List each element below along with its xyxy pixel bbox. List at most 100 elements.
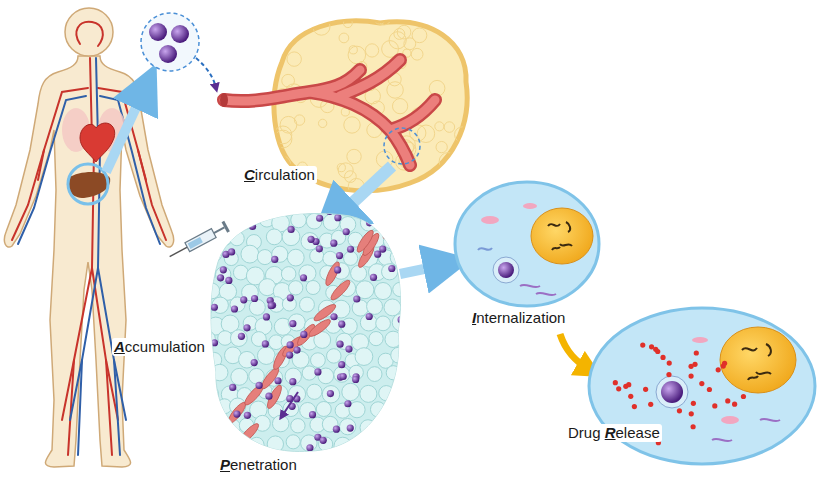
- cell-internalization-part: [455, 182, 599, 306]
- nanoparticle: [231, 305, 238, 312]
- tumor-tissue-part: [195, 195, 428, 458]
- nanoparticle: [400, 358, 407, 365]
- nanoparticle: [307, 236, 314, 243]
- nanoparticle: [398, 316, 405, 323]
- nanoparticle: [327, 390, 334, 397]
- drug-molecule: [616, 386, 621, 391]
- tissue-cell: [272, 246, 288, 262]
- flow-arrow: [400, 264, 448, 274]
- syringe-part: [170, 247, 188, 256]
- nanoparticle: [340, 373, 347, 380]
- nanoparticle: [249, 223, 256, 230]
- tumor-cell: [392, 99, 407, 114]
- tissue-cell: [289, 281, 303, 295]
- nanoparticle: [320, 437, 327, 444]
- nanoparticle: [238, 333, 245, 340]
- tissue-cell: [360, 215, 377, 232]
- tissue-cell: [302, 366, 316, 380]
- nanoparticle: [300, 331, 307, 338]
- tissue-cell: [340, 418, 356, 434]
- tissue-cell: [306, 280, 320, 294]
- tissue-cell: [400, 331, 416, 347]
- nanoparticle: [286, 351, 293, 358]
- tissue-cell: [195, 200, 210, 215]
- tumor-cell: [411, 48, 423, 60]
- tissue-cell: [390, 249, 408, 267]
- tissue-cell: [408, 215, 423, 230]
- tumor-cell: [444, 122, 455, 133]
- nanoparticle: [228, 248, 235, 255]
- tissue-cell: [410, 348, 425, 363]
- tissue-cell: [383, 234, 398, 249]
- stage-text: Drug: [568, 424, 605, 441]
- vessel-cell: [323, 260, 342, 287]
- drug-molecule: [732, 402, 737, 407]
- tissue-cell: [196, 230, 213, 247]
- nanoparticle: [289, 378, 296, 385]
- tissue-cell: [393, 382, 410, 399]
- tissue-cell: [376, 316, 391, 331]
- tumor-cell: [348, 46, 366, 64]
- tissue-cell: [249, 299, 265, 315]
- tumor-cell: [412, 28, 427, 43]
- tissue-cell: [195, 302, 211, 318]
- nanoparticle: [374, 251, 381, 258]
- nanoparticle: [240, 296, 247, 303]
- tissue-cell: [395, 213, 412, 230]
- tumor-cell: [397, 25, 411, 39]
- nanoparticle-inset: [141, 13, 216, 88]
- tissue-cell: [334, 437, 351, 454]
- tissue-cell: [409, 247, 425, 263]
- nanoparticle: [309, 411, 316, 418]
- vein-lines: [18, 58, 160, 455]
- nanoparticle: [367, 430, 374, 437]
- nanoparticle: [338, 361, 345, 368]
- nanoparticle: [326, 208, 333, 215]
- tissue-cell: [374, 282, 391, 299]
- vessel-cell: [381, 214, 399, 241]
- tissue-cell: [201, 433, 215, 447]
- tissue-cell: [386, 366, 400, 380]
- stage-label: Circulation: [242, 166, 317, 184]
- cell-drug-release-part: [613, 342, 746, 445]
- tumor-cell: [318, 119, 326, 127]
- blood-vessel-part: [224, 60, 435, 165]
- cell-drug-release-part: [661, 381, 683, 403]
- stage-text: elease: [616, 424, 660, 441]
- tissue-cell: [301, 233, 319, 251]
- flow-arrow: [106, 86, 146, 172]
- tissue-cell: [392, 419, 410, 437]
- nanoparticle: [306, 444, 313, 451]
- drug-molecule: [712, 403, 717, 408]
- tissue-cell: [299, 297, 314, 312]
- tissue-cell: [411, 315, 428, 332]
- tumor-cell: [280, 116, 297, 133]
- tissue-cell: [203, 386, 218, 401]
- drug-molecule: [699, 381, 704, 386]
- tissue-cell: [367, 298, 383, 314]
- tumor-cell: [274, 33, 291, 50]
- tissue-cell: [292, 351, 309, 368]
- tumor-cell: [288, 16, 302, 30]
- tumor-cell: [417, 125, 435, 143]
- tissue-cell: [352, 300, 368, 316]
- tissue-cell: [267, 436, 283, 452]
- tissue-cell: [366, 195, 383, 212]
- zoom-inset-part: [384, 128, 420, 164]
- nanoparticle: [377, 415, 384, 422]
- blood-vessel-part: [220, 93, 228, 107]
- tumor-cell: [458, 167, 467, 176]
- drug-molecule: [640, 342, 645, 347]
- tissue-cell: [352, 436, 367, 451]
- tissue-cell: [241, 245, 259, 263]
- tissue-cell: [291, 419, 305, 433]
- tumor-tissue-part: [211, 213, 400, 451]
- human-body-part: [4, 56, 173, 467]
- tissue-cell: [401, 234, 415, 248]
- tissue-cell: [360, 420, 376, 436]
- tumor-cell: [338, 163, 353, 178]
- tumor-cell: [344, 117, 360, 133]
- syringe-part: [185, 229, 216, 252]
- tissue-cell: [300, 402, 316, 418]
- nanoparticle: [352, 376, 359, 383]
